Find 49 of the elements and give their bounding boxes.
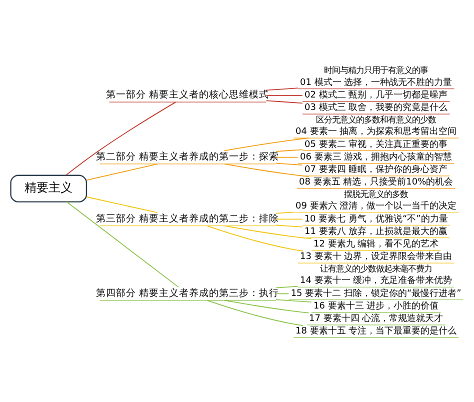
node-text: 02 模式二 甄别，几乎一切都是噪声 <box>304 90 448 100</box>
connector <box>275 298 312 302</box>
node-text: 10 要素七 勇气，优雅说“不”的力量 <box>304 214 448 224</box>
node-text: 第一部分 精要主义者的核心思维模式 <box>106 89 270 100</box>
node-text: 11 要素八 放弃，止损就是最大的赢 <box>304 226 448 236</box>
connector <box>224 224 312 239</box>
label: 时间与精力只用于有意义的事 <box>324 64 428 75</box>
connector <box>275 218 303 220</box>
node-text: 04 要素一 抽离，为探索和思考留出空间 <box>296 126 457 137</box>
connector <box>86 196 158 213</box>
connector <box>266 87 298 90</box>
connector <box>206 224 304 252</box>
connector <box>275 156 298 158</box>
connector <box>66 200 179 288</box>
node-box: 精要主义 <box>10 174 88 202</box>
connector <box>275 292 290 294</box>
connector <box>275 285 298 288</box>
connector <box>224 137 310 151</box>
node-text: 14 要素十一 缓冲，充足准备带来优势 <box>300 276 452 286</box>
node-text: 16 要素十三 进步，小胜的价值 <box>314 300 439 311</box>
connector <box>275 162 303 165</box>
node-text: 12 要素九 编辑，看不见的艺术 <box>314 239 439 250</box>
node-text: 06 要素三 游戏，拥抱内心孩童的智慧 <box>300 152 452 162</box>
connector <box>266 94 303 96</box>
connector <box>266 100 303 104</box>
label: 区分无意义的多数和有意义的少数 <box>316 114 436 124</box>
connector <box>275 148 303 152</box>
node-text: 15 要素十二 扫除，锁定你的“最慢行进者” <box>290 288 462 298</box>
node-text: 第四部分 精要主义者养成的第三步：执行 <box>96 288 280 299</box>
node-text: 第二部分 精要主义者养成的第一步：探索 <box>96 151 280 162</box>
node-text: 13 要素十 边界，设定界限会带来自由 <box>300 252 452 262</box>
node-text: 01 模式一 选择，一种战无不胜的力量 <box>300 77 452 88</box>
connector <box>66 101 176 176</box>
node-text: 18 要素十五 专注，当下最重要的是什么 <box>296 326 457 336</box>
node-text: 17 要素十四 心流，常规造就天才 <box>309 314 444 324</box>
node-text: 09 要素六 澄清，做一个以一当千的决定 <box>296 201 457 212</box>
node-text: 07 要素四 睡眠，保护你的身心资产 <box>304 164 448 175</box>
label: 让有意义的少数做起来毫不费力 <box>320 262 432 273</box>
connector <box>275 224 303 227</box>
connector <box>86 163 158 180</box>
connector <box>206 299 304 326</box>
node-text: 第三部分 精要主义者养成的第二步：排除 <box>96 213 280 224</box>
node-text: 08 要素五 精选，只接受前10%的机会 <box>299 177 454 188</box>
node-text: 05 要素二 审视，关注真正重要的事 <box>304 139 448 150</box>
node-text: 03 模式三 取舍，我要的究竟是什么 <box>304 102 448 113</box>
label: 摆脱无意义的多数 <box>344 188 408 198</box>
connector <box>275 211 294 214</box>
connector <box>224 299 310 313</box>
connector <box>224 163 310 176</box>
